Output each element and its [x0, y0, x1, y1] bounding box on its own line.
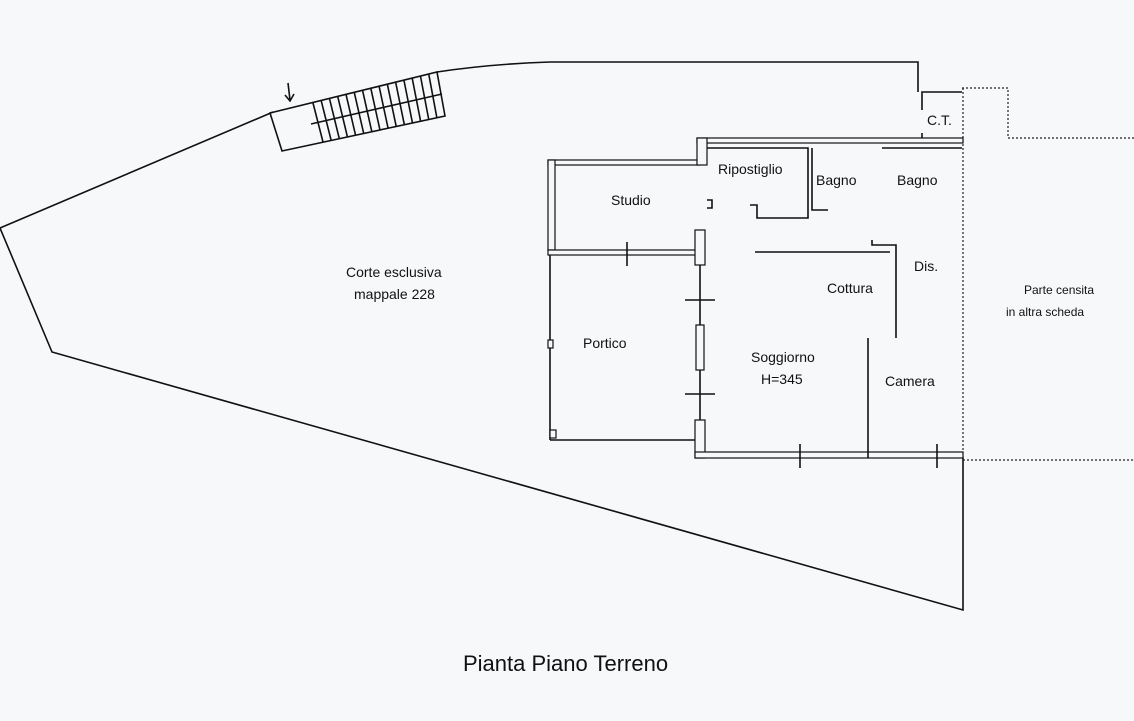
stair-tread [378, 86, 389, 129]
plan-title: Pianta Piano Terreno [463, 651, 668, 676]
entry-arrow-icon [284, 82, 295, 103]
stair-tread [427, 73, 438, 118]
room-label-disimpegno: Dis. [914, 258, 938, 274]
stair-tread [337, 96, 349, 137]
room-label-studio: Studio [611, 192, 651, 208]
room-labels: Studio Ripostiglio Bagno Bagno Dis. Cott… [346, 112, 1094, 676]
stair-tread [370, 88, 381, 131]
stair-tread [386, 84, 397, 127]
stair-tread [361, 90, 373, 132]
stair-tread [411, 78, 422, 122]
stair-tread [345, 94, 357, 136]
room-label-bagno-2: Bagno [897, 172, 938, 188]
stair-tread [320, 100, 332, 141]
room-label-ripostiglio: Ripostiglio [718, 161, 783, 177]
courtyard-label-2: mappale 228 [354, 286, 435, 302]
room-label-bagno: Bagno [816, 172, 857, 188]
house-walls [547, 137, 964, 468]
boundary-dotted [962, 87, 1134, 461]
stairs [268, 71, 446, 152]
room-height: H=345 [761, 371, 803, 387]
other-part-label-1: Parte censita [1024, 283, 1094, 297]
stair-tread [403, 80, 414, 124]
stair-tread [353, 92, 365, 134]
lot-boundary [0, 61, 964, 612]
stair-tread [419, 75, 430, 120]
room-label-ct: C.T. [927, 112, 952, 128]
stair-tread [328, 98, 341, 139]
other-part-label-2: in altra scheda [1006, 305, 1084, 319]
room-label-camera: Camera [885, 373, 935, 389]
room-label-soggiorno: Soggiorno [751, 349, 815, 365]
stair-tread [394, 82, 406, 125]
room-label-cottura: Cottura [827, 280, 873, 296]
room-label-portico: Portico [583, 335, 627, 351]
courtyard-label-1: Corte esclusiva [346, 264, 442, 280]
